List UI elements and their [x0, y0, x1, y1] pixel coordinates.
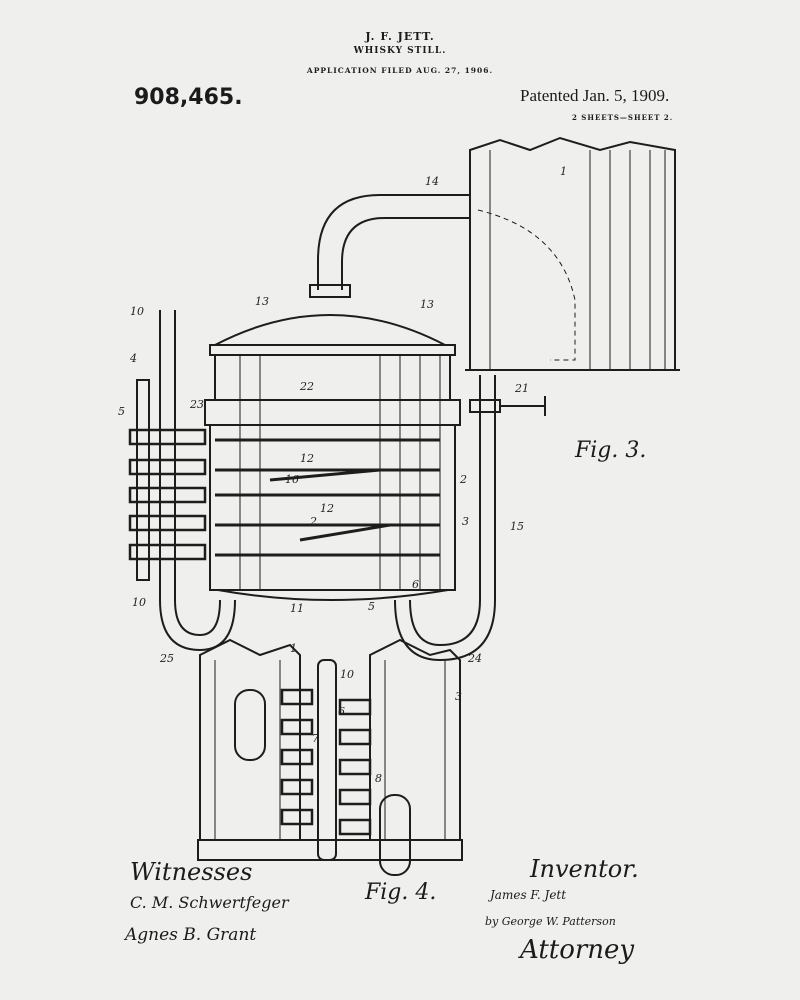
ref-numeral: 5: [368, 600, 375, 613]
attorney-signature: by George W. Patterson: [485, 915, 616, 928]
ref-numeral: 11: [290, 602, 304, 615]
ref-numeral: 3: [455, 690, 462, 703]
ref-numeral: 10: [130, 305, 144, 318]
ref-numeral: 6: [412, 578, 419, 591]
ref-numeral: 10: [132, 596, 146, 609]
ref-numeral: 2: [459, 473, 467, 486]
fig4-drawing: [197, 638, 463, 876]
ref-numeral: 2: [309, 515, 317, 528]
inventor-signature: James F. Jett: [490, 888, 567, 902]
ref-numeral: 6: [338, 705, 345, 718]
ref-numeral: 7: [312, 732, 319, 745]
ref-numeral: 1: [560, 165, 567, 178]
ref-numeral: 12: [320, 502, 334, 515]
ref-numeral: 15: [510, 520, 524, 533]
witness-signature-1: C. M. Schwertfeger: [130, 893, 289, 912]
attorney-label: Attorney: [520, 935, 635, 965]
manifold-pipes: [128, 310, 236, 652]
ref-numeral: 13: [255, 295, 269, 308]
ref-numeral: 24: [467, 652, 482, 665]
inventor-label: Inventor.: [530, 855, 639, 883]
ref-numeral: 8: [375, 772, 382, 785]
ref-numeral: 22: [299, 380, 314, 393]
ref-numeral: 21: [514, 382, 529, 395]
ref-numeral: 14: [425, 175, 439, 188]
ref-numeral: 16: [285, 473, 299, 486]
ref-numeral: 13: [420, 298, 434, 311]
witness-signature-2: Agnes B. Grant: [125, 925, 257, 945]
figure-4-label: Fig. 4.: [365, 880, 437, 905]
still-body: [204, 314, 461, 601]
ref-numeral: 25: [159, 652, 174, 665]
ref-numeral: 23: [189, 398, 204, 411]
sheet-count: 2 SHEETS—SHEET 2.: [572, 113, 674, 122]
ref-numeral: 4: [129, 352, 137, 365]
figure-3-label: Fig. 3.: [575, 438, 647, 463]
ref-numeral: 1: [290, 642, 297, 655]
ref-numeral: 10: [340, 668, 354, 681]
patent-number: 908,465.: [134, 85, 243, 110]
ref-numeral: 12: [300, 452, 314, 465]
inventor-name: J. F. JETT.: [365, 30, 435, 43]
patent-date: Patented Jan. 5, 1909.: [520, 86, 670, 105]
application-filed: APPLICATION FILED AUG. 27, 1906.: [306, 66, 494, 75]
condenser-tank: [465, 136, 680, 371]
ref-numeral: 5: [118, 405, 125, 418]
witnesses-label: Witnesses: [130, 858, 253, 886]
vapor-pipe: [317, 194, 470, 290]
return-pipe: [394, 375, 496, 662]
ref-numeral: 3: [462, 515, 469, 528]
patent-title: WHISKY STILL.: [353, 46, 447, 56]
